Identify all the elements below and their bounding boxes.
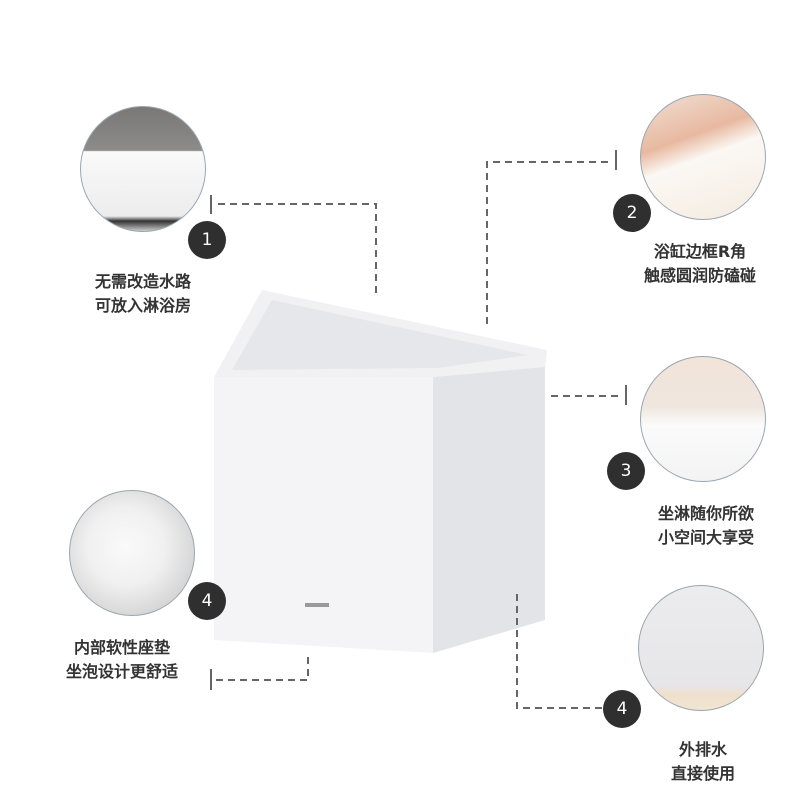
tub-front-face bbox=[214, 377, 433, 653]
feature-1-image bbox=[80, 106, 206, 232]
feature-4-drain-caption: 外排水 直接使用 bbox=[670, 740, 735, 783]
feature-4-seat-image bbox=[69, 490, 195, 616]
feature-4-seat-caption: 内部软性座垫 坐泡设计更舒适 bbox=[65, 638, 178, 681]
tub-side-face bbox=[433, 367, 545, 653]
connector-lines bbox=[216, 161, 618, 709]
tub-basin bbox=[232, 300, 528, 370]
feature-3-badge: 3 bbox=[607, 452, 645, 490]
feature-4-drain-badge: 4 bbox=[603, 690, 641, 728]
feature-3-caption: 坐淋随你所欲 小空间大享受 bbox=[657, 504, 754, 547]
feature-2-caption: 浴缸边框R角 触感圆润防磕碰 bbox=[643, 242, 756, 285]
feature-2-badge: 2 bbox=[613, 194, 651, 232]
feature-4-seat-badge: 4 bbox=[188, 582, 226, 620]
feature-1-caption: 无需改造水路 可放入淋浴房 bbox=[94, 272, 191, 315]
feature-1-badge: 1 bbox=[188, 221, 226, 259]
drain-outlet bbox=[305, 603, 329, 607]
feature-4-drain-image bbox=[638, 585, 764, 711]
feature-3-image bbox=[640, 356, 766, 482]
feature-2-image bbox=[640, 94, 766, 220]
